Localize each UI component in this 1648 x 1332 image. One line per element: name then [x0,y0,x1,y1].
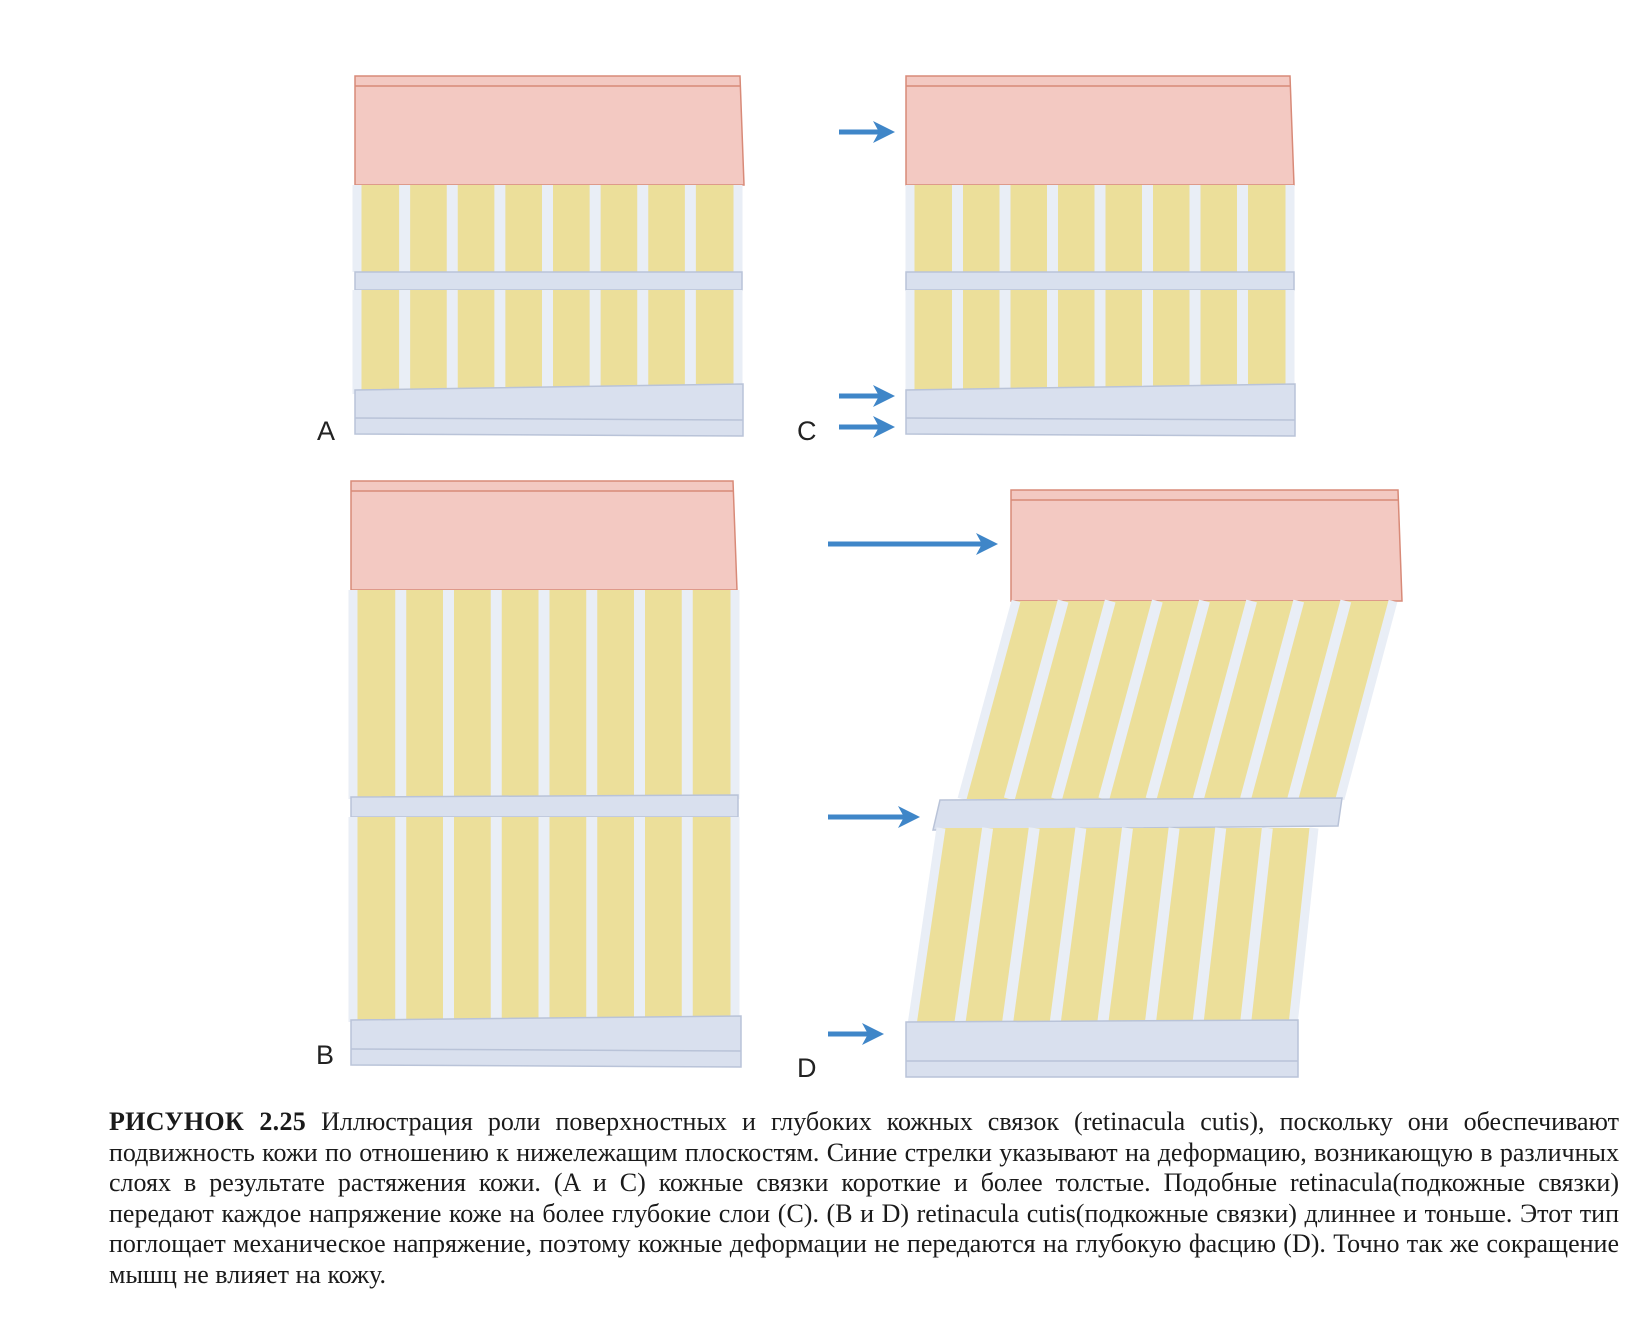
superficial-fascia-band [350,794,739,818]
panel-c [905,75,1296,437]
figure-caption: РИСУНОК 2.25 Иллюстрация роли поверхност… [109,1107,1619,1290]
retinaculum-septum [1145,599,1210,801]
retinaculum-septum [1003,599,1069,801]
arrow-d-band [828,806,920,828]
arrow-head-icon [873,121,895,143]
retinaculum-septum [1288,827,1319,1026]
deep-fascia [905,1019,1299,1078]
deep-fascia-line [354,417,744,421]
retinaculum-septum [1335,599,1398,801]
panel-label-b: B [316,1040,334,1070]
panel-a [352,75,745,437]
superficial-fascia-band [354,271,743,291]
arrow-c-fascia-1 [839,385,895,407]
retinaculum-septum [907,827,946,1026]
arrow-c-skin [839,121,895,143]
skin-layer [905,75,1295,186]
retinaculum-septum [1097,827,1133,1026]
deep-fascia [354,383,744,437]
skin-layer [354,75,745,186]
arrow-head-icon [898,806,920,828]
retinaculum-septum [1239,827,1273,1026]
arrow-head-icon [862,1023,884,1045]
deep-fascia [905,383,1296,437]
arrow-d-skin [828,533,998,555]
panel-b [348,480,742,1068]
retinaculum-septum [1049,827,1087,1026]
retinaculum-septum [1001,827,1040,1026]
arrow-d-fascia [828,1023,884,1045]
arrow-head-icon [873,416,895,438]
superficial-fascia-band [932,797,1343,831]
panel-label-c: C [797,416,817,446]
skin-layer [350,480,738,591]
panel-label-a: A [317,416,335,446]
caption-text: Иллюстрация роли поверхностных и глубоки… [109,1107,1619,1289]
panel-label-d: D [797,1053,817,1083]
retinaculum-septum [1192,827,1227,1026]
arrow-head-icon [873,385,895,407]
retinaculum-septum [1098,599,1163,801]
deep-fascia-line [350,1048,742,1052]
retinaculum-septum [1144,827,1180,1026]
deep-fascia [350,1015,742,1068]
retinaculum-septum [1192,599,1257,801]
retinaculum-septum [1240,599,1305,801]
retinaculum-septum [954,827,994,1026]
panel-d [905,489,1403,1078]
arrow-head-icon [976,533,998,555]
retinaculum-septum [1287,599,1352,801]
deep-fascia-line [905,417,1296,421]
arrow-c-fascia-2 [839,416,895,438]
caption-label: РИСУНОК 2.25 [109,1107,307,1136]
retinaculum-septum [1051,599,1116,801]
superficial-fascia-band [905,271,1295,291]
skin-layer [1010,489,1403,602]
retinaculum-septum [957,599,1021,801]
